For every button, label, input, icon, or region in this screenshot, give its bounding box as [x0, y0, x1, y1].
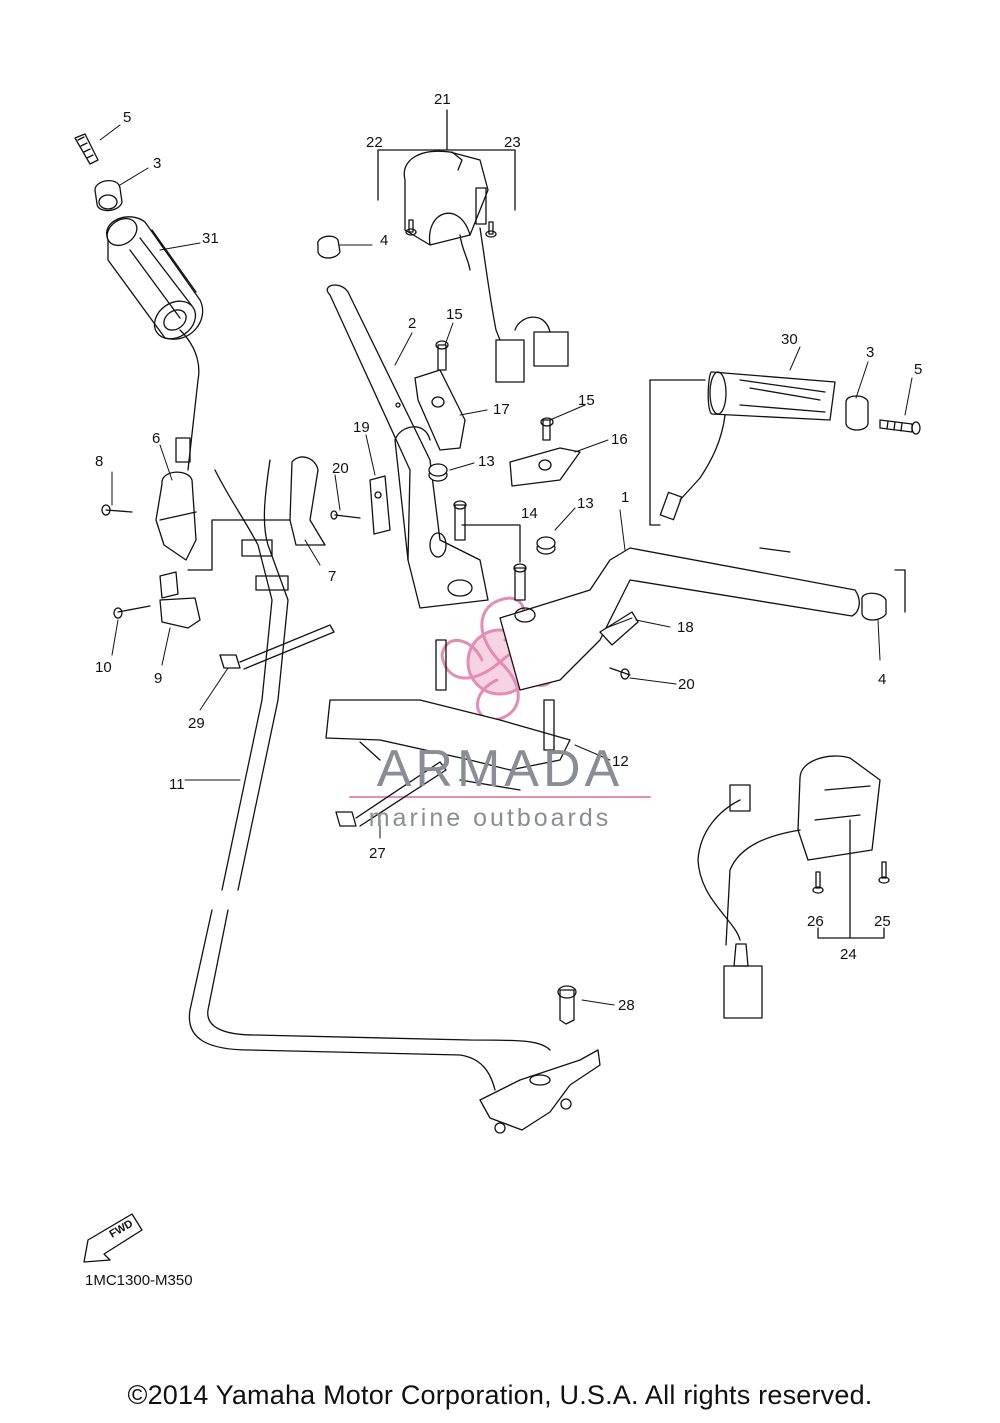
part-label: 3: [866, 344, 874, 361]
part-label: 20: [678, 676, 695, 693]
part-label: 1: [621, 489, 629, 506]
part-labels: 1 2 3 3 4 4 5 5 6 7 8 9 10 11 12 13 13 1…: [95, 91, 922, 1014]
switch-screw-25: [878, 861, 890, 884]
leader-group-30: [649, 379, 906, 613]
throttle-cables: [188, 459, 551, 1091]
nut-13-right: [536, 536, 556, 555]
right-grip-assembly: [659, 371, 836, 521]
part-label: 21: [434, 91, 451, 108]
part-label: 8: [95, 453, 103, 470]
part-label: 14: [521, 505, 538, 522]
left-grip-assembly: [106, 216, 204, 471]
part-label: 18: [677, 619, 694, 636]
part-label: 13: [577, 495, 594, 512]
cable-tie-27: [335, 761, 447, 827]
screw-8: [101, 504, 133, 516]
cable-tie-29: [219, 624, 335, 670]
part-label: 3: [153, 155, 161, 172]
bolt-15-left: [435, 340, 449, 371]
leader-group-21: [377, 109, 516, 211]
bolt-28: [557, 985, 577, 1025]
screw-10: [113, 605, 151, 619]
fwd-arrow-icon: [83, 1213, 143, 1263]
bracket-16: [509, 447, 581, 487]
part-label: 23: [504, 134, 521, 151]
part-label: 30: [781, 331, 798, 348]
part-label: 25: [874, 913, 891, 930]
bolt-15-right: [540, 417, 554, 441]
watermark-name: ARMADA: [377, 740, 623, 798]
part-label: 5: [914, 361, 922, 378]
part-label: 24: [840, 946, 857, 963]
part-label: 2: [408, 315, 416, 332]
leader-group-24: [817, 819, 885, 939]
bracket-17: [414, 369, 466, 451]
part-label: 4: [878, 671, 886, 688]
switch-screw-26: [812, 871, 824, 894]
holder-7: [289, 456, 326, 546]
part-label: 4: [380, 232, 388, 249]
part-label: 10: [95, 659, 112, 676]
switch-screw-23: [485, 221, 497, 238]
left-bar-end-weight: [94, 180, 123, 212]
screw-20-left: [330, 510, 361, 520]
left-handlebar: [326, 284, 489, 609]
bolt-14: [453, 500, 527, 601]
part-label: 29: [188, 715, 205, 732]
part-label: 16: [611, 431, 628, 448]
part-label: 15: [446, 306, 463, 323]
part-label: 5: [123, 109, 131, 126]
part-label: 6: [152, 430, 160, 447]
left-switch-6: [155, 471, 197, 561]
leader-group-6: [187, 519, 291, 571]
left-bar-end-cap: [317, 235, 341, 259]
bottom-bracket: [479, 1049, 601, 1134]
part-label: 7: [328, 568, 336, 585]
top-switch-assembly: [403, 150, 569, 383]
part-label: 22: [366, 134, 383, 151]
part-label: 31: [202, 230, 219, 247]
right-bar-end-weight: [845, 395, 869, 431]
screw-20-right: [609, 667, 631, 680]
switch-screw-22: [405, 219, 417, 236]
part-label: 15: [578, 392, 595, 409]
right-bar-end-cap: [861, 592, 887, 621]
part-label: 26: [807, 913, 824, 930]
right-switch-assembly: [697, 755, 881, 1019]
cable-guide-18: [599, 611, 639, 646]
watermark-subtitle: marine outboards: [369, 804, 612, 832]
clamp-9: [159, 571, 201, 629]
part-label: 19: [353, 419, 370, 436]
part-label: 17: [493, 401, 510, 418]
copyright-notice: ©2014 Yamaha Motor Corporation, U.S.A. A…: [127, 1380, 873, 1410]
left-bar-end-bolt: [74, 133, 99, 165]
bracket-12: [325, 639, 571, 791]
bracket-19: [369, 475, 391, 535]
right-bar-end-bolt: [879, 419, 921, 435]
diagram-code: 1MC1300-M350: [85, 1272, 193, 1289]
part-label: 27: [369, 845, 386, 862]
part-label: 13: [478, 453, 495, 470]
part-label: 12: [612, 753, 629, 770]
part-label: 20: [332, 460, 349, 477]
part-label: 9: [154, 670, 162, 687]
nut-13-left: [428, 463, 448, 482]
part-label: 28: [618, 997, 635, 1014]
part-label: 11: [169, 776, 185, 793]
leader-lines: [99, 124, 913, 1006]
